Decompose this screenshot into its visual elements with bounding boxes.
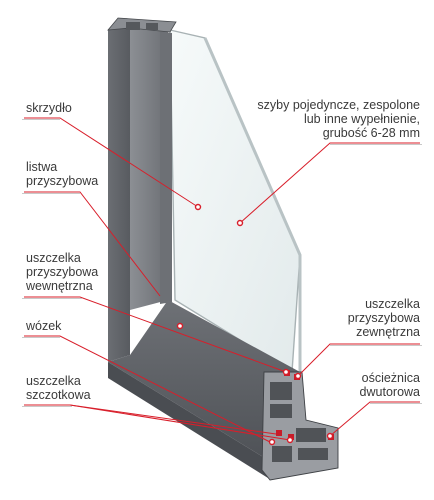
glazing-bead-vertical xyxy=(160,32,172,304)
leader-skrzydlo xyxy=(24,117,199,208)
glass-pane xyxy=(169,29,301,374)
dot-wozek xyxy=(268,438,276,446)
leader-szczotkowa-b xyxy=(69,404,291,441)
leader-lines xyxy=(24,117,420,443)
dot-szczotkowa xyxy=(286,436,294,444)
rule-szyby xyxy=(330,144,422,145)
label-uszczelka-wewnetrzna: uszczelka przyszybowa wewnętrzna xyxy=(26,251,99,293)
label-uszczelka-szczotkowa: uszczelka szczotkowa xyxy=(26,374,91,402)
label-uszczelka-zewnetrzna: uszczelka przyszybowa zewnętrzna xyxy=(347,297,420,339)
label-skrzydlo: skrzydło xyxy=(26,101,72,115)
rule-skrzydlo xyxy=(22,119,60,120)
frame-top-chamber xyxy=(126,22,140,30)
dot-uszcz-zew xyxy=(294,372,302,380)
rule-szczotkowa xyxy=(22,406,72,407)
leader-wozek xyxy=(24,335,271,443)
rule-oscieznica xyxy=(370,403,422,404)
rule-uszcz-wew xyxy=(22,298,82,299)
label-wozek: wózek xyxy=(26,319,62,333)
frame-vertical-front xyxy=(108,28,130,362)
glass-edge xyxy=(203,37,302,378)
leader-listwa xyxy=(24,191,161,297)
label-listwa-przyszybowa: listwa przyszybowa xyxy=(26,160,99,188)
frame-bottom-side xyxy=(108,362,268,478)
leader-uszcz-zew xyxy=(297,343,420,377)
label-szyby: szyby pojedyncze, zespolone lub inne wyp… xyxy=(257,98,420,140)
frame-top-chamber xyxy=(146,23,158,30)
leader-szyby xyxy=(239,142,420,224)
leader-oscieznica xyxy=(329,401,420,437)
gasket-brush xyxy=(276,430,282,436)
frame-bottom-face xyxy=(108,300,300,460)
dot-oscieznica xyxy=(326,432,334,440)
profile-chamber xyxy=(296,428,326,442)
profile-chamber xyxy=(270,404,292,418)
profile-chamber xyxy=(270,382,292,400)
frame-vertical-side xyxy=(130,28,168,310)
dot-szyby xyxy=(236,219,244,227)
dot-listwa xyxy=(176,322,184,330)
label-oscieznica-dwutorowa: ościeżnica dwutorowa xyxy=(359,371,420,399)
dot-skrzydlo xyxy=(194,203,202,211)
leader-dots xyxy=(176,203,334,446)
profile-chamber xyxy=(272,446,292,462)
rule-listwa xyxy=(22,193,80,194)
rule-uszcz-zew xyxy=(330,345,422,346)
profile-chamber xyxy=(298,448,328,460)
rule-wozek xyxy=(22,337,60,338)
leader-uszcz-wew xyxy=(24,296,287,373)
dot-uszcz-wew xyxy=(282,368,290,376)
